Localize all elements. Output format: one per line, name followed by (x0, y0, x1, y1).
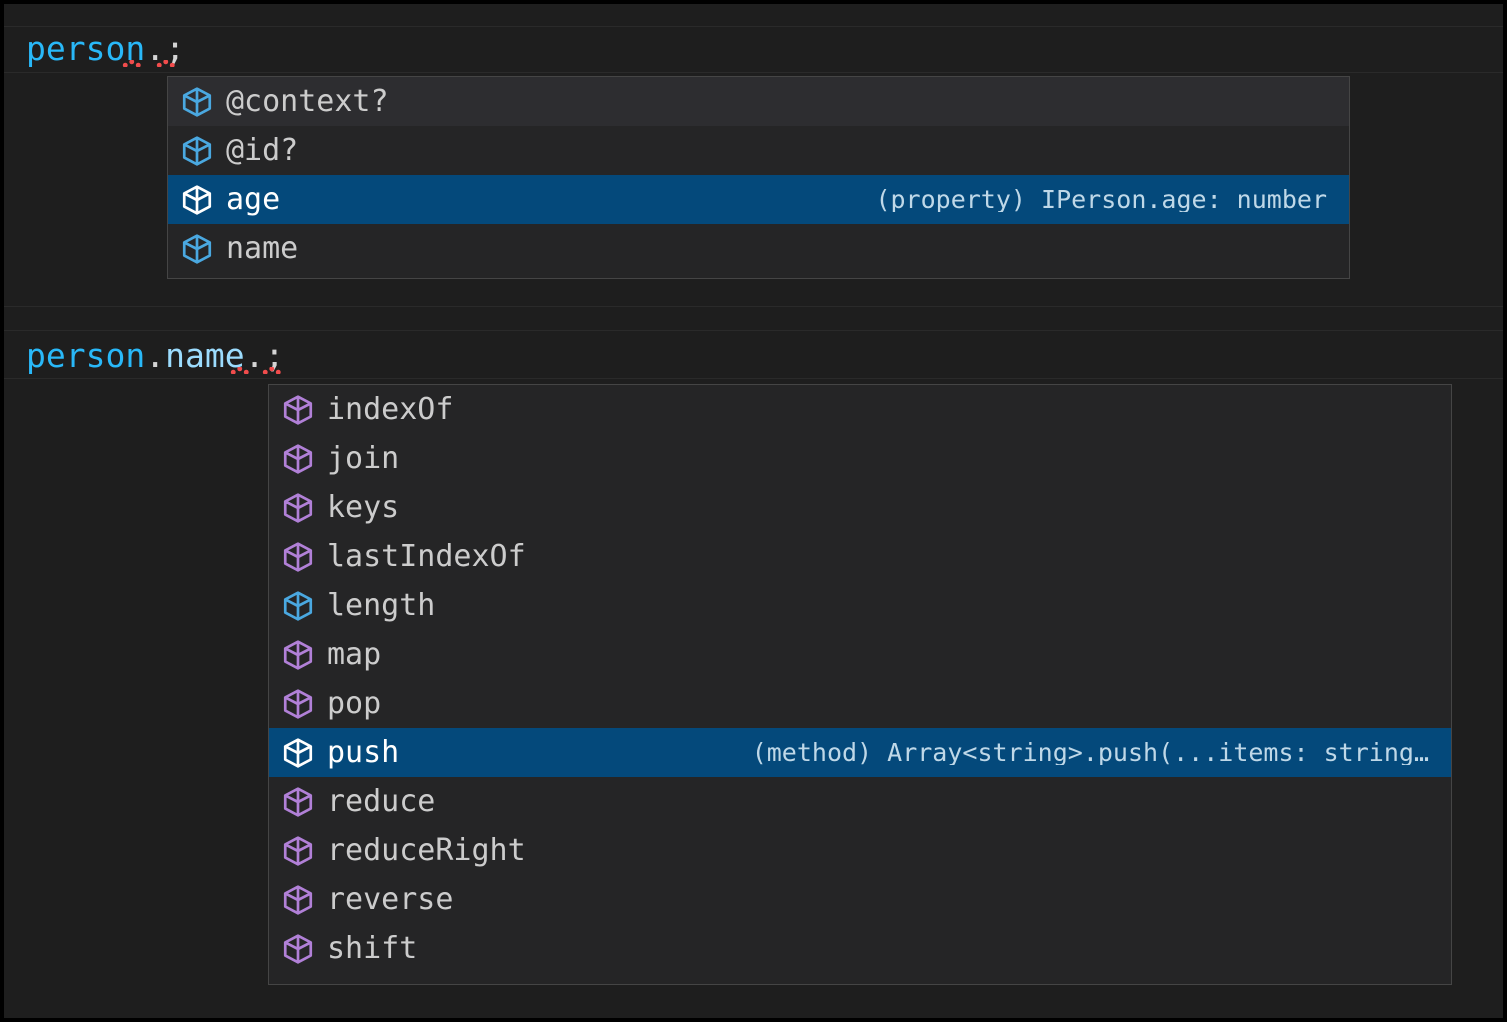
suggestion-item[interactable]: shift (269, 924, 1451, 973)
property-cube-icon (283, 590, 313, 621)
editor-surface: person.; person.name.; @context?@id?age(… (4, 4, 1503, 1018)
code-line-1[interactable]: person.; (26, 32, 185, 65)
suggestion-item-detail: (property) IPerson.age: number (875, 187, 1327, 212)
suggestion-item[interactable]: pop (269, 679, 1451, 728)
method-cube-icon (283, 394, 313, 425)
error-squiggle (156, 60, 176, 67)
suggestion-item[interactable]: reverse (269, 875, 1451, 924)
error-squiggle (262, 367, 282, 374)
method-cube-icon (283, 835, 313, 866)
suggestion-item-label: map (327, 636, 382, 672)
code-line-2[interactable]: person.name.; (26, 339, 284, 372)
method-cube-icon (283, 688, 313, 719)
suggestion-item[interactable]: keys (269, 483, 1451, 532)
method-cube-icon (283, 884, 313, 915)
suggestion-item-label: pop (327, 685, 382, 721)
editor-rule (4, 330, 1503, 331)
method-cube-icon (283, 737, 313, 768)
suggestion-item-label: @id? (226, 132, 299, 168)
suggestion-item[interactable]: @context? (168, 77, 1349, 126)
editor-rule (4, 72, 1503, 73)
error-squiggle (230, 367, 250, 374)
suggestion-item[interactable]: indexOf (269, 385, 1451, 434)
property-cube-icon (182, 184, 212, 215)
suggestion-item-label: length (327, 587, 436, 623)
suggestion-item-label: age (226, 181, 281, 217)
suggestion-item[interactable]: join (269, 434, 1451, 483)
suggestion-item-detail: (method) Array<string>.push(...items: st… (751, 740, 1429, 765)
suggestion-item[interactable]: length (269, 581, 1451, 630)
code-token-property: name (165, 336, 245, 375)
suggestion-item-label: shift (327, 930, 418, 966)
method-cube-icon (283, 541, 313, 572)
code-token-variable: person (26, 29, 146, 68)
method-cube-icon (283, 492, 313, 523)
code-token-semicolon: ; (165, 29, 185, 68)
suggestion-item[interactable]: reduce (269, 777, 1451, 826)
code-token-dot-2: . (244, 336, 265, 375)
suggestion-item-label: keys (327, 489, 400, 525)
suggestion-item-label: reduceRight (327, 832, 526, 868)
error-squiggle (122, 60, 142, 67)
suggestion-item-label: name (226, 230, 299, 266)
code-token-dot: . (145, 336, 166, 375)
editor-rule (4, 26, 1503, 27)
method-cube-icon (283, 639, 313, 670)
suggestion-item[interactable]: map (269, 630, 1451, 679)
property-cube-icon (182, 135, 212, 166)
suggestion-item-label: reduce (327, 783, 436, 819)
suggestion-item[interactable]: reduceRight (269, 826, 1451, 875)
suggestion-item[interactable]: name (168, 224, 1349, 273)
suggestion-item[interactable]: age (property) IPerson.age: number (168, 175, 1349, 224)
method-cube-icon (283, 786, 313, 817)
suggestion-item[interactable]: lastIndexOf (269, 532, 1451, 581)
suggestion-item-label: reverse (327, 881, 454, 917)
suggestion-panel-person[interactable]: @context? @id? age (property) IPerson.age: … (167, 76, 1350, 279)
editor-rule (4, 378, 1503, 379)
suggestion-panel-name[interactable]: indexOf join keys lastIndexOf length map pop pu… (268, 384, 1452, 985)
code-token-semicolon: ; (264, 336, 285, 375)
suggestion-item-label: join (327, 440, 400, 476)
code-token-variable: person (26, 336, 146, 375)
code-token-dot: . (145, 29, 166, 68)
suggestion-item-label: lastIndexOf (327, 538, 526, 574)
suggestion-item-label: push (327, 734, 400, 770)
suggestion-item-label: @context? (226, 83, 389, 119)
property-cube-icon (182, 86, 212, 117)
editor-rule (4, 306, 1503, 307)
suggestion-item-label: indexOf (327, 391, 454, 427)
method-cube-icon (283, 933, 313, 964)
suggestion-item[interactable]: @id? (168, 126, 1349, 175)
method-cube-icon (283, 443, 313, 474)
property-cube-icon (182, 233, 212, 264)
suggestion-item[interactable]: push (method) Array<string>.push(...items… (269, 728, 1451, 777)
